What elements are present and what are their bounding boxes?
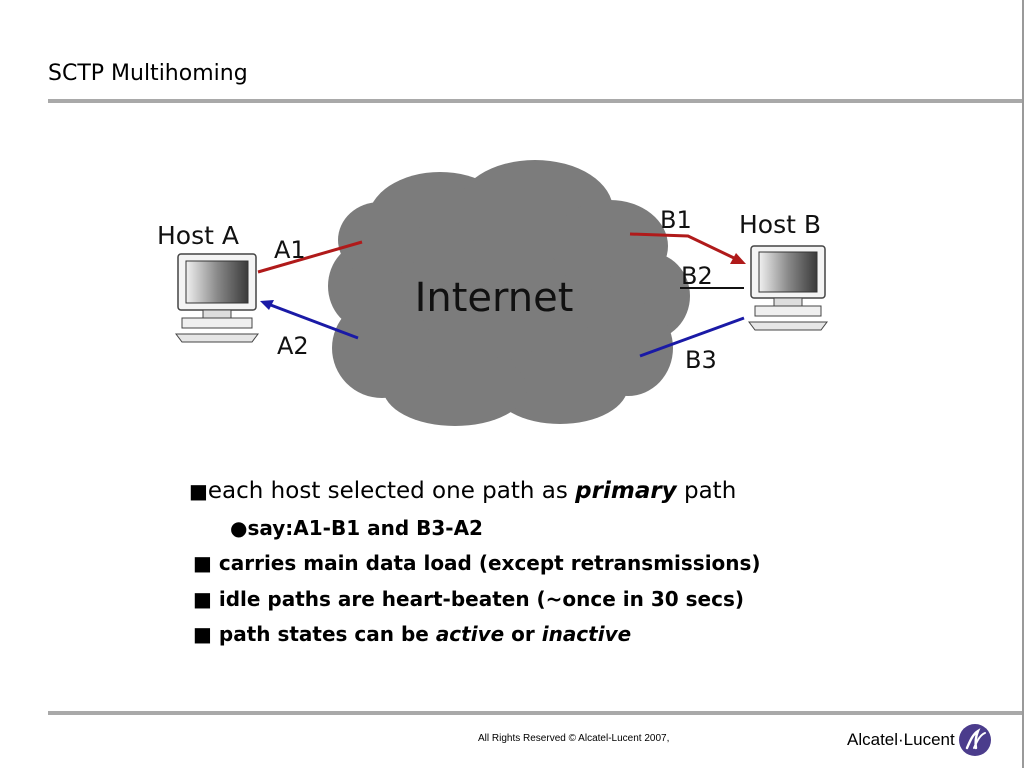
- bullet-primary-path: ■each host selected one path as primary …: [189, 478, 737, 504]
- internet-cloud: [328, 160, 690, 426]
- slide-frame-edge: [1022, 0, 1024, 768]
- cloud-label: Internet: [415, 275, 574, 321]
- path-a1-line: [257, 240, 363, 274]
- path-a2-arrowhead: [260, 300, 274, 310]
- host-a-computer-icon: [175, 253, 259, 343]
- path-b3-line: [639, 316, 745, 358]
- bullet-data-load: ■ carries main data load (except retrans…: [193, 551, 761, 575]
- dot-bullet-icon: ●: [230, 516, 248, 540]
- slide-title: SCTP Multihoming: [48, 61, 248, 86]
- square-bullet-icon: ■: [193, 587, 212, 611]
- host-b-computer-icon: [748, 245, 828, 331]
- path-a1-label: A1: [274, 236, 306, 264]
- path-b2-label: B2: [681, 262, 713, 290]
- square-bullet-icon: ■: [193, 622, 212, 646]
- path-b1-arrowhead: [730, 253, 746, 264]
- path-a2-line: [267, 302, 359, 340]
- square-bullet-icon: ■: [193, 551, 212, 575]
- bullet-path-states: ■ path states can be active or inactive: [193, 622, 632, 646]
- path-b1-line: [629, 232, 735, 260]
- square-bullet-icon: ■: [189, 479, 208, 503]
- bullet-heartbeat: ■ idle paths are heart-beaten (~once in …: [193, 587, 745, 611]
- host-b-label: Host B: [739, 210, 821, 239]
- path-b1-label: B1: [660, 206, 692, 234]
- path-b3-label: B3: [685, 346, 717, 374]
- copyright-notice: All Rights Reserved © Alcatel-Lucent 200…: [478, 733, 670, 744]
- alcatel-lucent-logo-icon: [959, 724, 991, 756]
- bullet-example: ●say:A1-B1 and B3-A2: [230, 516, 483, 540]
- host-a-label: Host A: [157, 221, 239, 250]
- multihoming-diagram: Internet Host A Host B A1 A2 B1 B2 B3: [157, 160, 828, 426]
- brand-wordmark: Alcatel·Lucent: [847, 730, 955, 749]
- path-a2-label: A2: [277, 332, 309, 360]
- title-divider: [48, 99, 1022, 103]
- footer-divider: [48, 711, 1022, 715]
